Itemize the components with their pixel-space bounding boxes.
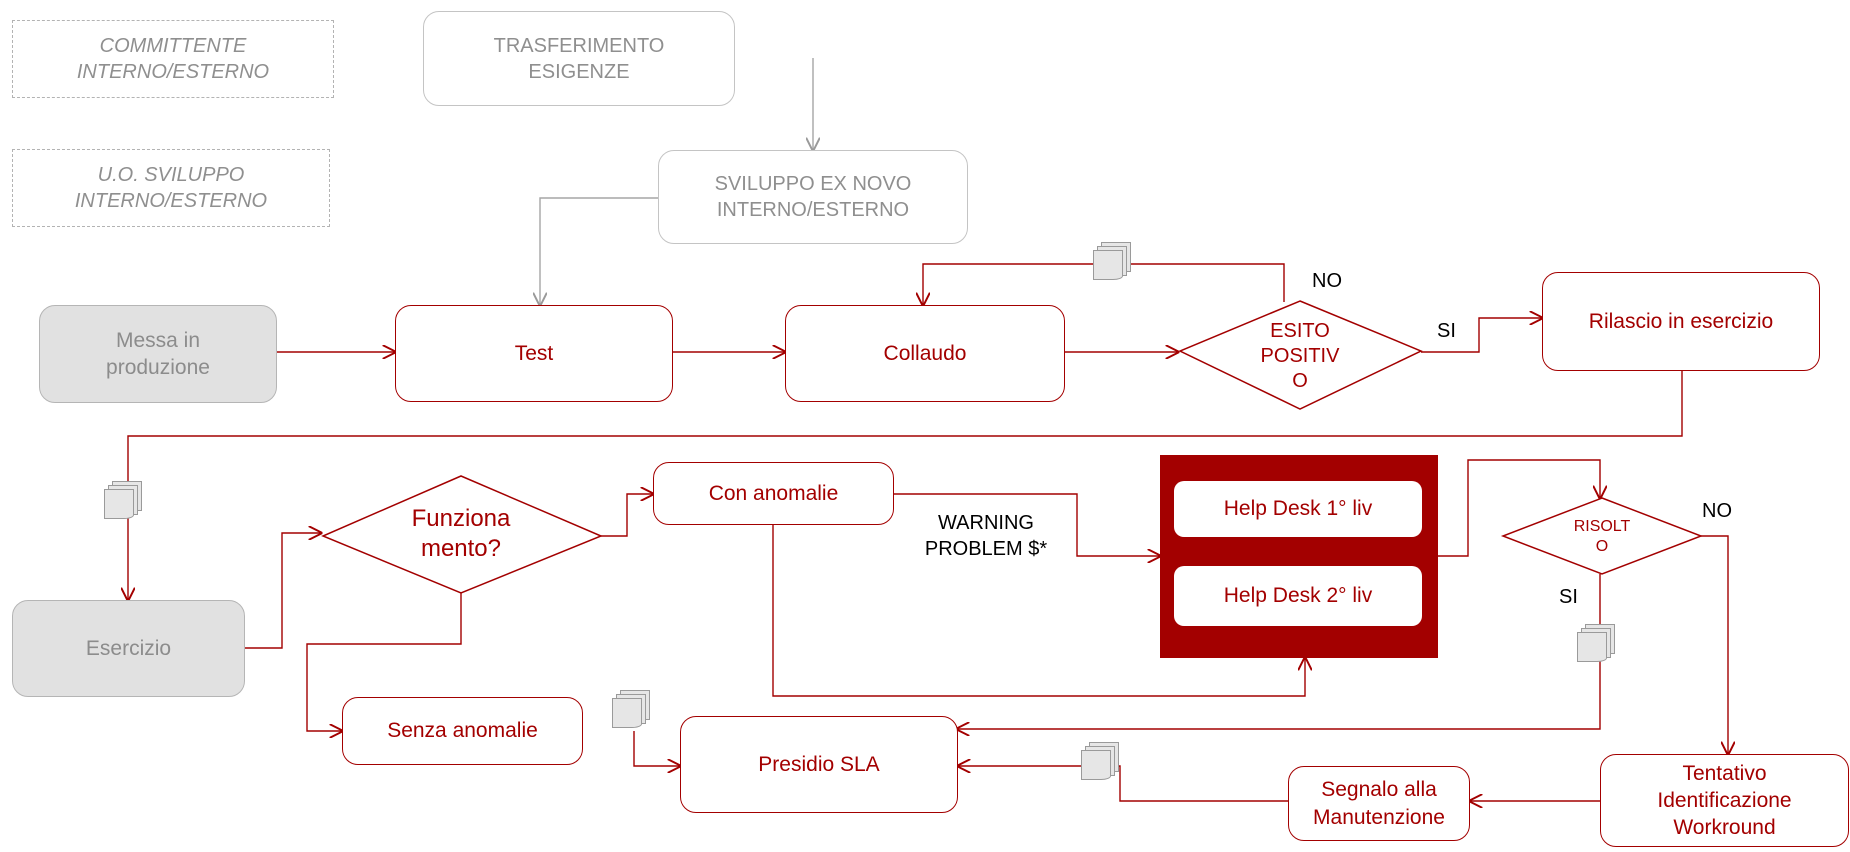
connector-esito-si-rilascio: [1421, 318, 1542, 353]
risolto-diamond: [1500, 497, 1704, 575]
node-segnalo-manutenzione[interactable]: Segnalo alla Manutenzione: [1288, 766, 1470, 841]
help-desk-2-liv[interactable]: Help Desk 2° liv: [1174, 566, 1422, 626]
label-no-esito: NO: [1312, 270, 1342, 292]
node-trasferimento-esigenze[interactable]: TRASFERIMENTO ESIGENZE: [423, 11, 735, 106]
role-sviluppo: U.O. SVILUPPO INTERNO/ESTERNO: [12, 149, 330, 227]
node-esercizio[interactable]: Esercizio: [12, 600, 245, 697]
node-collaudo[interactable]: Collaudo: [785, 305, 1065, 402]
connector-funzionamento-senza-anomalie: [306, 593, 462, 731]
connector-funzionamento-con-anomalie: [601, 494, 653, 537]
funzionamento-label: Funziona mento?: [411, 505, 511, 562]
risolto-label: RISOLT O: [1573, 518, 1631, 555]
esito-positivo-diamond: [1178, 300, 1423, 410]
document-stack-icon: [1081, 742, 1119, 782]
node-con-anomalie[interactable]: Con anomalie: [653, 462, 894, 525]
connector-con-anomalie-helpdesk: [894, 493, 1160, 556]
label-warning-problem: WARNING PROBLEM $*: [924, 512, 1048, 560]
funzionamento-diamond: [321, 475, 603, 594]
help-desk-1-liv[interactable]: Help Desk 1° liv: [1174, 481, 1422, 537]
label-no-risolto: NO: [1702, 500, 1732, 522]
document-stack-icon: [1577, 624, 1615, 664]
document-stack-icon: [1093, 242, 1131, 282]
connector-sviluppo-test: [540, 197, 658, 305]
document-stack-icon: [104, 481, 142, 521]
esito-positivo-label: ESITO POSITIV O: [1260, 319, 1340, 392]
node-test[interactable]: Test: [395, 305, 673, 402]
node-rilascio-in-esercizio[interactable]: Rilascio in esercizio: [1542, 272, 1820, 371]
connector-segnalo-presidio: [958, 766, 1288, 802]
label-si-esito: SI: [1437, 320, 1456, 342]
node-tentativo-identificazione[interactable]: Tentativo Identificazione Workround: [1600, 754, 1849, 847]
node-senza-anomalie[interactable]: Senza anomalie: [342, 697, 583, 765]
connector-rilascio-esercizio: [128, 371, 1683, 600]
connector-esercizio-funzionamento: [245, 533, 321, 649]
node-messa-in-produzione[interactable]: Messa in produzione: [39, 305, 277, 403]
label-si-risolto: SI: [1559, 586, 1578, 608]
connector-con-anomalie-helpdesk-bottom: [772, 525, 1305, 697]
connector-helpdesk-risolto: [1438, 459, 1600, 557]
role-committente: COMMITTENTE INTERNO/ESTERNO: [12, 20, 334, 98]
document-stack-icon: [612, 690, 650, 730]
connector-senza-anomalie-presidio: [633, 731, 680, 766]
connector-risolto-no-tentativo: [1701, 535, 1728, 754]
node-sviluppo-ex-novo[interactable]: SVILUPPO EX NOVO INTERNO/ESTERNO: [658, 150, 968, 244]
node-presidio-sla[interactable]: Presidio SLA: [680, 716, 958, 813]
